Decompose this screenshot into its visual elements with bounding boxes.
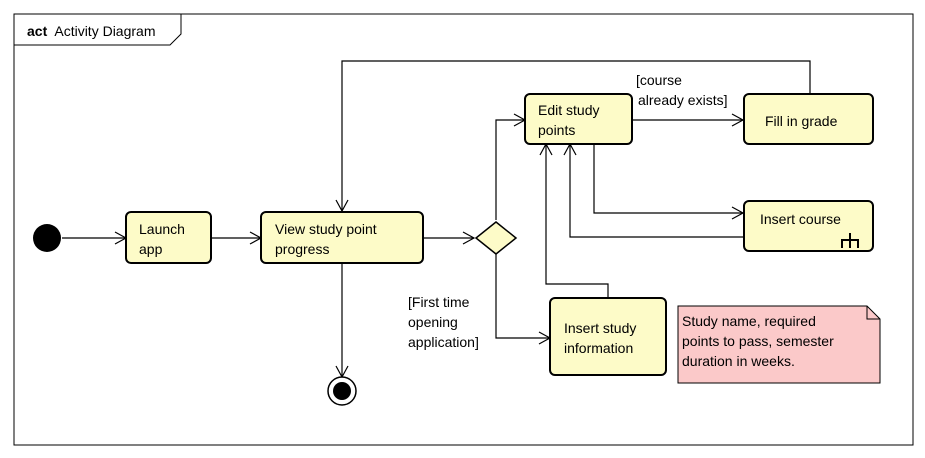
view-progress-line-2: progress — [275, 241, 329, 257]
guard-course-line-2: already exists] — [638, 92, 727, 108]
svg-text:points: points — [538, 122, 575, 138]
final-node — [327, 376, 357, 406]
action-insert-course: Insert course — [743, 200, 874, 252]
svg-text:progress: progress — [275, 241, 329, 257]
action-insert-study-information: Insert study information — [549, 297, 667, 376]
frame-label: act Activity Diagram — [27, 23, 156, 39]
edge-insert-info-to-edit — [539, 142, 609, 298]
initial-node — [33, 224, 61, 252]
svg-text:opening: opening — [408, 314, 458, 330]
view-progress-line-1: View study point — [275, 221, 377, 237]
edge-decision-to-edit — [495, 113, 527, 220]
launch-app-line-1: Launch — [139, 221, 185, 237]
action-edit-study-points: Edit study points — [524, 93, 633, 145]
edit-points-line-2: points — [538, 122, 575, 138]
launch-app-line-2: app — [139, 241, 163, 257]
diagram-frame: act Activity Diagram — [13, 13, 914, 446]
svg-text:information: information — [564, 340, 633, 356]
guard-course-already-exists: [course already exists] — [636, 72, 727, 108]
frame-title: Activity Diagram — [54, 23, 155, 39]
decision-node — [474, 221, 518, 255]
frame-keyword: act — [27, 23, 48, 39]
edge-fill-grade-to-view — [335, 60, 811, 213]
action-fill-in-grade: Fill in grade — [743, 93, 874, 145]
note-line-3: duration in weeks. — [682, 353, 795, 369]
note-line-1: Study name, required — [682, 313, 816, 329]
edge-edit-to-insert-course — [593, 144, 745, 220]
svg-text:application]: application] — [408, 334, 479, 350]
svg-text:[First time: [First time — [408, 294, 470, 310]
insert-info-line-2: information — [564, 340, 633, 356]
svg-text:app: app — [139, 241, 163, 257]
note-study-information: Study name, required points to pass, sem… — [677, 305, 881, 384]
svg-text:points to pass, semester: points to pass, semester — [682, 333, 834, 349]
edit-points-line-1: Edit study — [538, 102, 599, 118]
insert-course-label: Insert course — [760, 211, 841, 227]
svg-text:duration in weeks.: duration in weeks. — [682, 353, 795, 369]
svg-text:Fill in grade: Fill in grade — [765, 113, 838, 129]
edge-decision-to-insert-info — [495, 254, 552, 345]
call-behavior-rake-icon — [841, 233, 859, 248]
svg-text:View study point: View study point — [275, 221, 377, 237]
action-launch-app: Launch app — [125, 211, 212, 264]
note-line-2: points to pass, semester — [682, 333, 834, 349]
fill-grade-label: Fill in grade — [765, 113, 838, 129]
svg-text:already exists]: already exists] — [638, 92, 727, 108]
edges — [62, 60, 811, 379]
guard-first-time-opening: [First time opening application] — [408, 294, 479, 350]
svg-text:Edit study: Edit study — [538, 102, 599, 118]
guard-first-time-line-1: [First time — [408, 294, 470, 310]
insert-info-line-1: Insert study — [564, 320, 636, 336]
svg-text:Study name, required: Study name, required — [682, 313, 816, 329]
guard-first-time-line-3: application] — [408, 334, 479, 350]
guard-first-time-line-2: opening — [408, 314, 458, 330]
edge-insert-course-to-edit — [563, 142, 743, 238]
svg-text:Launch: Launch — [139, 221, 185, 237]
svg-text:[course: [course — [636, 72, 682, 88]
svg-text:Insert course: Insert course — [760, 211, 841, 227]
action-view-study-point-progress: View study point progress — [260, 211, 424, 264]
guard-course-line-1: [course — [636, 72, 682, 88]
svg-text:Insert study: Insert study — [564, 320, 636, 336]
